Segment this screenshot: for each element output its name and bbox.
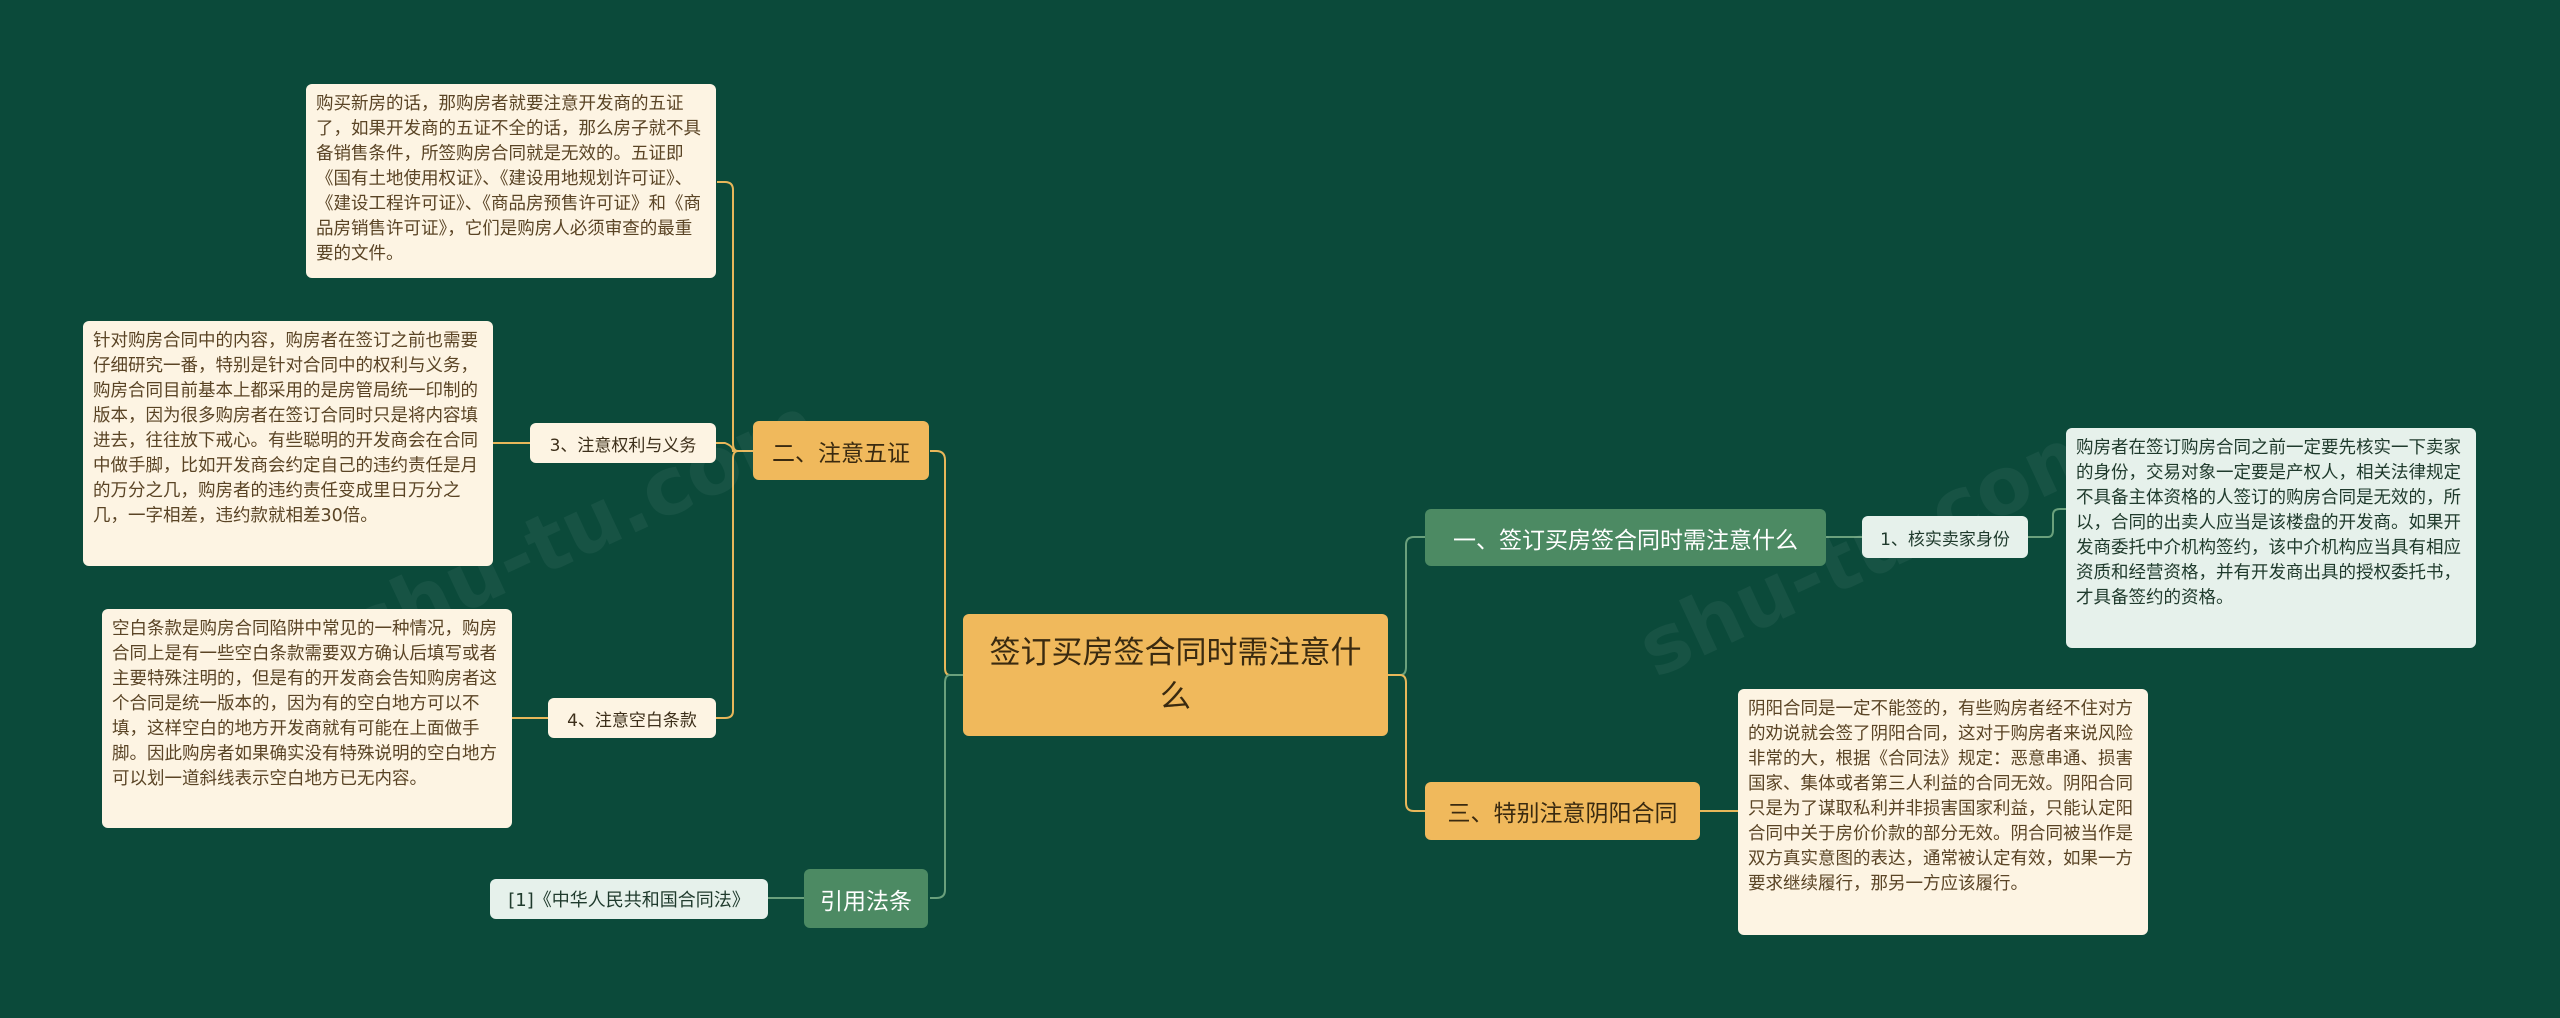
branch-five-certificates[interactable]: 二、注意五证	[753, 421, 929, 480]
branch-label: 引用法条	[820, 888, 912, 915]
branch-signing-notes[interactable]: 一、签订买房签合同时需注意什么	[1425, 509, 1826, 566]
leaf-verify-seller: 购房者在签订购房合同之前一定要先核实一下卖家的身份，交易对象一定要是产权人，相关…	[2066, 428, 2476, 648]
sub-rights-obligations[interactable]: 3、注意权利与义务	[530, 423, 716, 463]
leaf-five-certificates: 购买新房的话，那购房者就要注意开发商的五证了，如果开发商的五证不全的话，那么房子…	[306, 84, 716, 278]
leaf-text: 空白条款是购房合同陷阱中常见的一种情况，购房合同上是有一些空白条款需要双方确认后…	[112, 619, 497, 789]
edge-root-law	[930, 674, 963, 899]
sub-label: 1、核实卖家身份	[1880, 529, 2010, 550]
edge-five-leaf	[717, 181, 753, 452]
edge-root-five	[930, 450, 963, 676]
root-title: 签订买房签合同时需注意什么	[989, 635, 1362, 715]
root-node[interactable]: 签订买房签合同时需注意什么	[963, 614, 1388, 736]
leaf-text: 阴阳合同是一定不能签的，有些购房者经不住对方的劝说就会签了阴阳合同，这对于购房者…	[1748, 699, 2133, 894]
reference-text: [1]《中华人民共和国合同法》	[508, 890, 750, 911]
leaf-text: 购买新房的话，那购房者就要注意开发商的五证了，如果开发商的五证不全的话，那么房子…	[316, 94, 701, 264]
leaf-text: 针对购房合同中的内容，购房者在签订之前也需要仔细研究一番，特别是针对合同中的权利…	[93, 331, 478, 526]
sub-label: 3、注意权利与义务	[549, 435, 697, 456]
edge-five-sub4	[716, 450, 753, 719]
sub-blank-clauses[interactable]: 4、注意空白条款	[548, 698, 716, 738]
branch-label: 二、注意五证	[772, 440, 910, 467]
sub-verify-seller[interactable]: 1、核实卖家身份	[1862, 516, 2028, 558]
edge-sub-leaf-right	[2028, 508, 2066, 538]
branch-law-citation[interactable]: 引用法条	[804, 869, 928, 928]
law-reference[interactable]: [1]《中华人民共和国合同法》	[490, 879, 768, 919]
branch-label: 一、签订买房签合同时需注意什么	[1453, 527, 1798, 554]
edge-root-yinyang	[1388, 674, 1425, 812]
leaf-yin-yang-contract: 阴阳合同是一定不能签的，有些购房者经不住对方的劝说就会签了阴阳合同，这对于购房者…	[1738, 689, 2148, 935]
leaf-blank-clauses: 空白条款是购房合同陷阱中常见的一种情况，购房合同上是有一些空白条款需要双方确认后…	[102, 609, 512, 828]
edge-root-sign	[1388, 536, 1425, 676]
branch-label: 三、特别注意阴阳合同	[1447, 801, 1678, 827]
leaf-text: 购房者在签订购房合同之前一定要先核实一下卖家的身份，交易对象一定要是产权人，相关…	[2076, 438, 2461, 608]
leaf-rights-obligations: 针对购房合同中的内容，购房者在签订之前也需要仔细研究一番，特别是针对合同中的权利…	[83, 321, 493, 566]
sub-label: 4、注意空白条款	[567, 710, 697, 731]
edge-five-sub3	[716, 442, 753, 452]
branch-yin-yang-contract[interactable]: 三、特别注意阴阳合同	[1425, 782, 1700, 840]
